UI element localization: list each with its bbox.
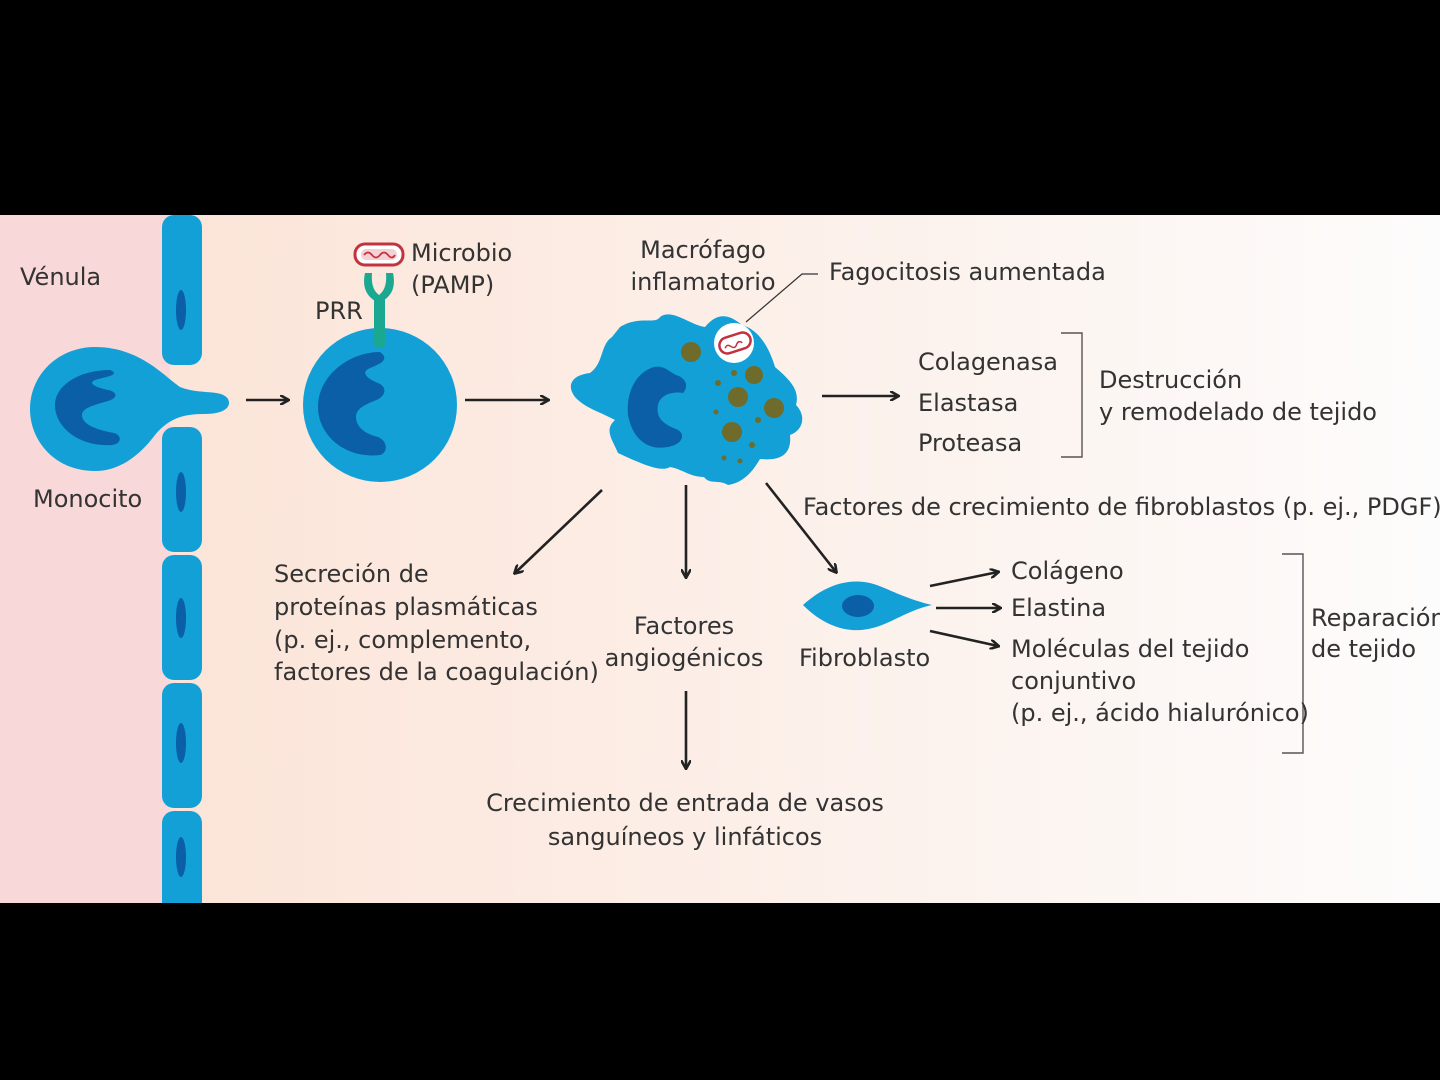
endothelial-nucleus bbox=[176, 472, 186, 512]
venule-label: Vénula bbox=[20, 263, 102, 291]
bracket-repair bbox=[1282, 553, 1304, 754]
endothelial-nucleus bbox=[176, 598, 186, 638]
arrow-to-collagen bbox=[929, 572, 998, 588]
elastin-label: Elastina bbox=[1011, 594, 1107, 622]
fibroblast bbox=[803, 581, 932, 631]
inflammatory-macrophage bbox=[570, 314, 803, 485]
growth-factors-label: Factores de crecimiento de fibroblastos … bbox=[803, 493, 1440, 521]
granule-small bbox=[755, 417, 761, 423]
monocyte bbox=[30, 347, 230, 471]
arrow-to-plasma-proteins bbox=[515, 489, 603, 573]
angiogenic-label-line1: Factores bbox=[633, 612, 735, 640]
granule bbox=[722, 422, 742, 442]
macrophage-label-line1: Macrófago bbox=[640, 236, 766, 264]
connective-label-line2: conjuntivo bbox=[1011, 667, 1137, 695]
macrophage-label-line2: inflamatorio bbox=[630, 268, 776, 296]
granule-small bbox=[749, 442, 755, 448]
secretion-label-line1: Secreción de bbox=[274, 560, 429, 588]
granule bbox=[728, 387, 748, 407]
granule-small bbox=[737, 458, 743, 464]
enzyme-elastase: Elastasa bbox=[918, 389, 1019, 417]
diagram-graphics bbox=[0, 215, 1440, 903]
granule-small bbox=[731, 370, 737, 376]
secretion-label-line3: (p. ej., complemento, bbox=[274, 626, 532, 654]
destruction-label-line2: y remodelado de tejido bbox=[1099, 398, 1377, 426]
microbe-icon bbox=[353, 242, 405, 267]
destruction-label-line1: Destrucción bbox=[1099, 366, 1243, 394]
enzyme-collagenase: Colagenasa bbox=[918, 348, 1058, 376]
activated-monocyte-nucleus bbox=[318, 352, 386, 456]
secretion-label-line2: proteínas plasmáticas bbox=[274, 593, 538, 621]
phagocytosis-label: Fagocitosis aumentada bbox=[829, 258, 1106, 286]
vessel-growth-label-line1: Crecimiento de entrada de vasos bbox=[486, 789, 884, 817]
vessel-growth-label-line2: sanguíneos y linfáticos bbox=[547, 823, 823, 851]
arrow-to-connective-molecules bbox=[929, 629, 998, 646]
phagocytosed-microbe-dna bbox=[724, 340, 743, 349]
microbe-label: Microbio bbox=[411, 239, 513, 267]
activated-monocyte bbox=[303, 328, 457, 482]
repair-label-line2: de tejido bbox=[1311, 635, 1417, 663]
macrophage-nucleus bbox=[627, 366, 687, 448]
granule-small bbox=[721, 455, 727, 461]
fibroblast-label: Fibroblasto bbox=[799, 644, 931, 672]
pamp-label: (PAMP) bbox=[411, 271, 495, 299]
prr-label: PRR bbox=[315, 297, 363, 325]
fibroblast-nucleus bbox=[842, 595, 874, 617]
connective-label-line1: Moléculas del tejido bbox=[1011, 635, 1250, 663]
prr-receptor bbox=[364, 273, 394, 347]
microbe-dna bbox=[363, 251, 396, 259]
bracket-destruction bbox=[1061, 332, 1083, 458]
arrow-to-fibroblast bbox=[764, 482, 836, 572]
diagram-panel: Vénula Monocito Microbio (PAMP) PRR Macr… bbox=[0, 215, 1440, 903]
granule-small bbox=[713, 409, 719, 415]
phagocytosed-microbe-icon bbox=[718, 331, 752, 355]
repair-label-line1: Reparación bbox=[1311, 604, 1440, 632]
prr-binding-site bbox=[364, 273, 394, 303]
monocyte-label: Monocito bbox=[33, 485, 143, 513]
venule-wall bbox=[162, 215, 202, 903]
endothelial-cell bbox=[162, 215, 202, 365]
collagen-label: Colágeno bbox=[1011, 557, 1124, 585]
granule bbox=[764, 398, 784, 418]
enzyme-protease: Proteasa bbox=[918, 429, 1023, 457]
granule bbox=[745, 366, 763, 384]
venule-lumen bbox=[0, 215, 170, 903]
monocyte-nucleus bbox=[55, 370, 120, 446]
secretion-label-line4: factores de la coagulación) bbox=[274, 658, 599, 686]
granule bbox=[681, 342, 701, 362]
phagocytosis-leader-line bbox=[745, 273, 818, 323]
connective-label-line3: (p. ej., ácido hialurónico) bbox=[1011, 699, 1309, 727]
endothelial-nucleus bbox=[176, 290, 186, 330]
endothelial-nucleus bbox=[176, 723, 186, 763]
microbe-body bbox=[361, 249, 397, 260]
granule-small bbox=[715, 380, 721, 386]
prr-stalk bbox=[374, 297, 385, 347]
angiogenic-label-line2: angiogénicos bbox=[604, 644, 764, 672]
arrows bbox=[246, 396, 1000, 768]
endothelial-nucleus bbox=[176, 837, 186, 877]
